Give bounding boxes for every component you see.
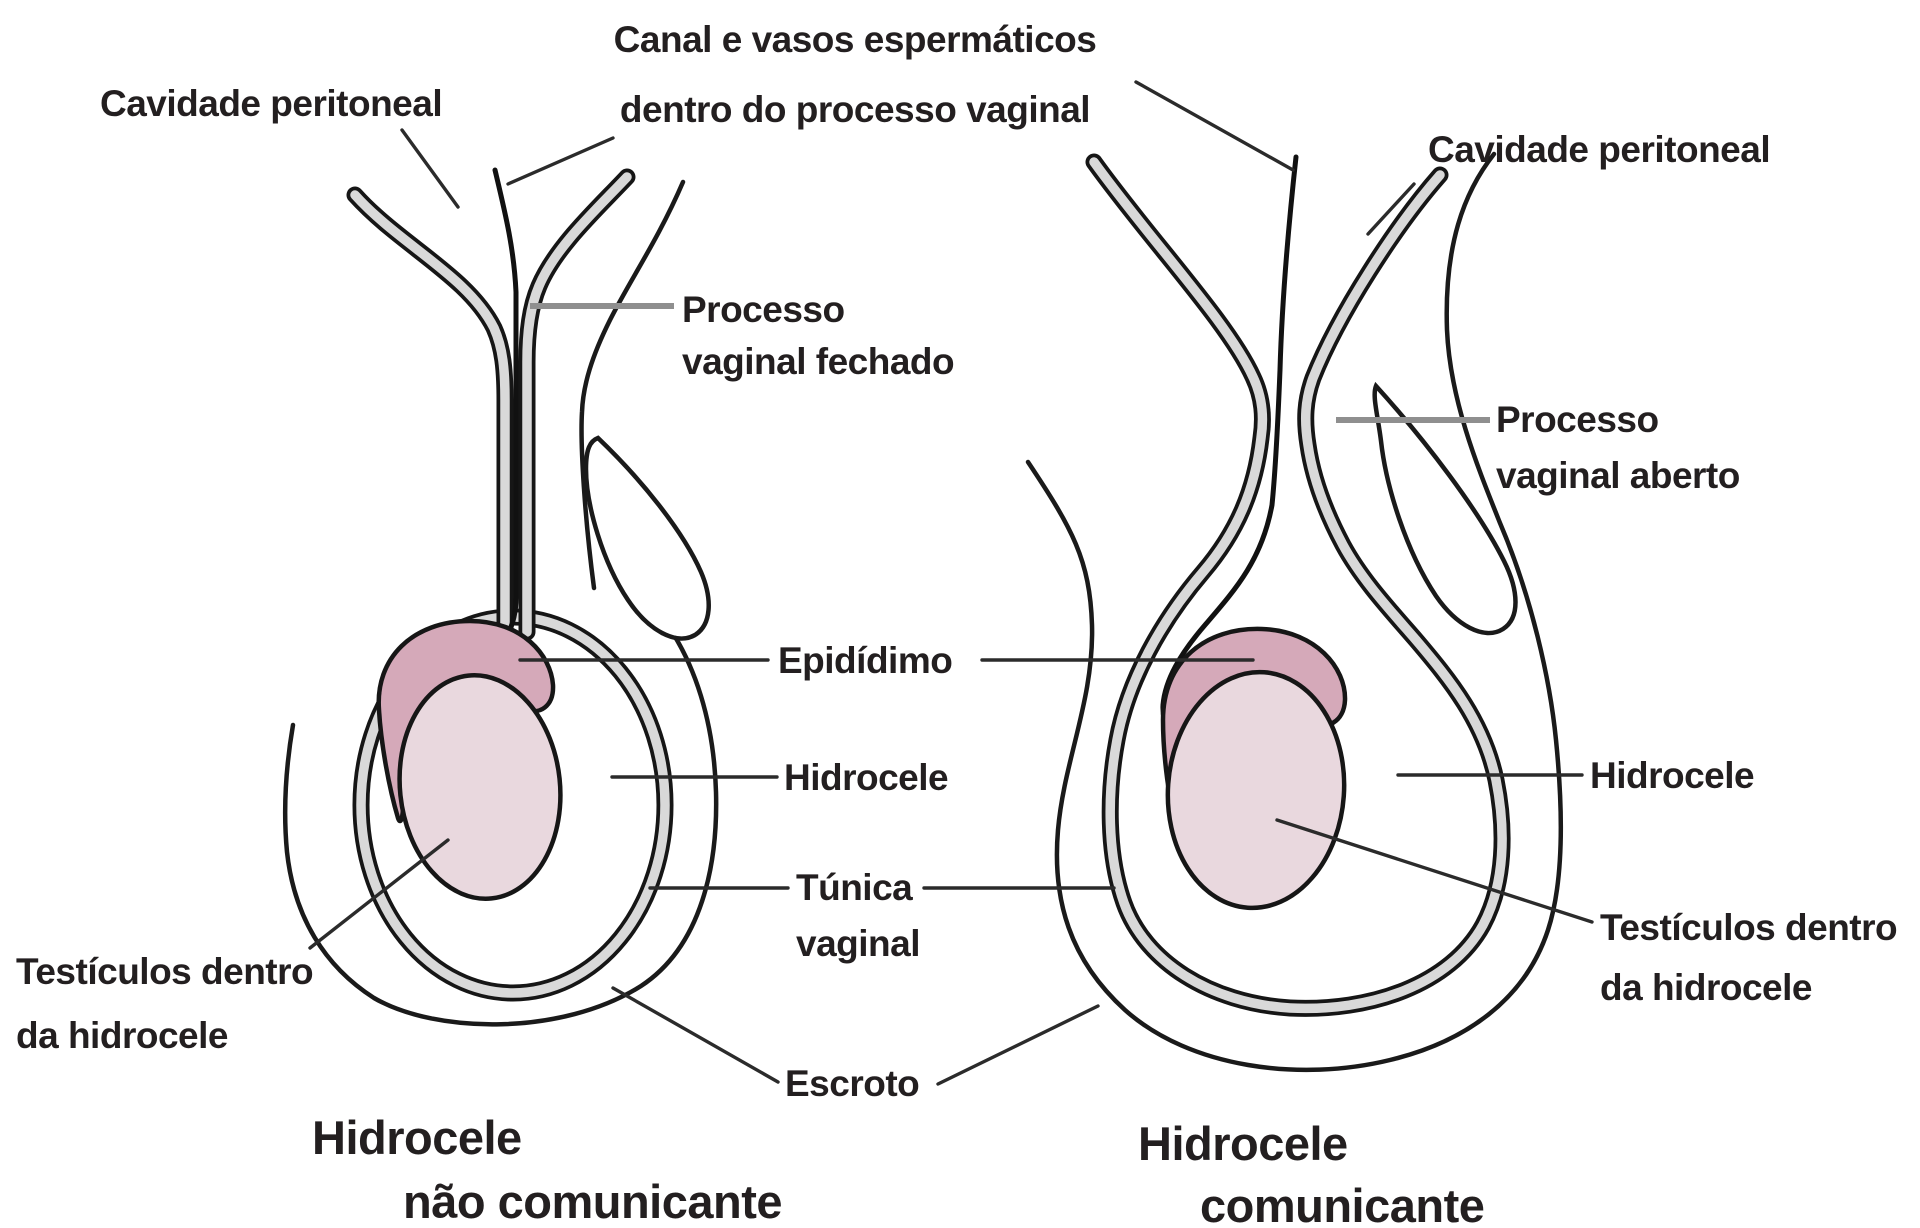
label-testiculos-left-line2: da hidrocele bbox=[16, 1015, 228, 1056]
label-processo-fechado-line1: Processo bbox=[682, 289, 845, 330]
leader-testiculos-left bbox=[308, 838, 450, 950]
title-left-line2: não comunicante bbox=[403, 1175, 782, 1228]
label-tunica-line2: vaginal bbox=[796, 923, 920, 964]
left-testis bbox=[397, 673, 563, 901]
title-right-line1: Hidrocele bbox=[1138, 1117, 1348, 1170]
label-cavidade-peritoneal-right: Cavidade peritoneal bbox=[1428, 129, 1770, 170]
label-testiculos-right-line1: Testículos dentro bbox=[1600, 907, 1897, 948]
right-scrotum-outline bbox=[1025, 151, 1563, 1073]
right-penis-outline bbox=[1372, 381, 1518, 636]
label-escroto: Escroto bbox=[785, 1063, 919, 1104]
left-scrotum-outline bbox=[282, 582, 719, 1027]
label-cavidade-peritoneal-left: Cavidade peritoneal bbox=[100, 83, 442, 124]
left-body-outline bbox=[579, 179, 686, 591]
leader-lines bbox=[308, 80, 1594, 1086]
leader-testiculos-right bbox=[1275, 818, 1594, 924]
label-tunica-line1: Túnica bbox=[796, 867, 913, 908]
label-canal-vasos-line2: dentro do processo vaginal bbox=[620, 89, 1090, 130]
label-epididimo: Epidídimo bbox=[778, 640, 952, 681]
leader-cavidade-left bbox=[400, 128, 460, 209]
right-testis bbox=[1165, 669, 1347, 911]
left-peritoneal-band-right bbox=[522, 172, 632, 637]
left-peritoneal-band-left bbox=[350, 190, 510, 637]
leader-canal-left bbox=[506, 136, 615, 186]
label-testiculos-right-line2: da hidrocele bbox=[1600, 967, 1812, 1008]
label-processo-aberto-line2: vaginal aberto bbox=[1496, 455, 1740, 496]
left-penis-outline bbox=[583, 435, 711, 641]
label-processo-fechado-line2: vaginal fechado bbox=[682, 341, 954, 382]
leader-canal-right bbox=[1134, 80, 1295, 172]
title-right-line2: comunicante bbox=[1200, 1179, 1484, 1228]
left-diagram-noncommunicating bbox=[282, 167, 719, 1027]
label-hidrocele-right: Hidrocele bbox=[1590, 755, 1754, 796]
title-left-line1: Hidrocele bbox=[312, 1111, 522, 1164]
labels: Cavidade peritoneal Canal e vasos esperm… bbox=[16, 19, 1898, 1228]
leader-cavidade-right bbox=[1366, 182, 1416, 236]
label-testiculos-left-line1: Testículos dentro bbox=[16, 951, 313, 992]
label-canal-vasos-line1: Canal e vasos espermáticos bbox=[614, 19, 1097, 60]
label-hidrocele-center: Hidrocele bbox=[784, 757, 948, 798]
right-diagram-communicating bbox=[1025, 151, 1563, 1073]
label-processo-aberto-line1: Processo bbox=[1496, 399, 1659, 440]
leader-escroto-right bbox=[936, 1004, 1100, 1086]
right-open-processus bbox=[1089, 157, 1507, 1014]
leader-escroto-left bbox=[611, 986, 780, 1084]
